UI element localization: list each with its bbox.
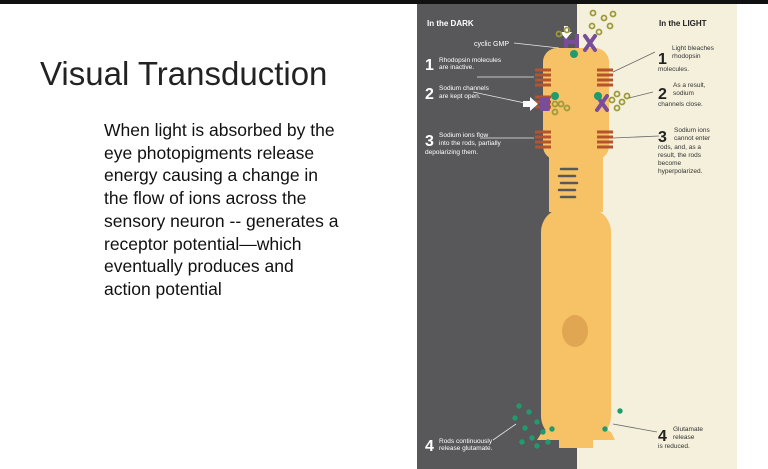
dark-step-text: are inactive. [439, 64, 474, 71]
light-step-4: 4 Glutamate release is reduced. [658, 426, 703, 450]
dark-header: In the DARK [427, 19, 474, 28]
dark-step-text: Sodium ions flow [439, 132, 488, 139]
light-header: In the LIGHT [659, 19, 707, 28]
light-step-number: 1 [658, 51, 667, 68]
dark-step-number: 2 [425, 86, 434, 103]
cyclic-gmp-label: cyclic GMP [474, 41, 509, 48]
light-step-text: become [658, 160, 682, 167]
sodium-inflow-arrow-icon [523, 97, 538, 111]
dark-step-text: into the rods, partially [439, 140, 502, 147]
light-step-text: Sodium ions [674, 127, 711, 134]
light-step-text: cannot enter [674, 135, 711, 142]
dark-step-text: are kept open. [439, 93, 481, 100]
light-step-text: channels close. [658, 101, 703, 108]
dark-step-3: 3 Sodium ions flow into the rods, partia… [425, 132, 502, 156]
glutamate-dots-light [602, 408, 623, 432]
light-step-text: Glutamate [673, 426, 703, 433]
light-step-text: rhodopsin [672, 53, 701, 60]
top-border [0, 0, 768, 4]
dark-step-text: depolarizing them. [425, 149, 478, 156]
light-step-text: Light bleaches [672, 45, 715, 52]
glutamate-dots-dark [512, 403, 555, 449]
light-step-text: hyperpolarized. [658, 168, 703, 175]
dark-step-text: Sodium channels [439, 85, 490, 92]
synaptic-ribbons [557, 167, 579, 199]
light-step-text: sodium [673, 90, 694, 97]
light-step-text: rods, and, as a [658, 144, 701, 151]
light-step-number: 4 [658, 428, 667, 445]
light-step-text: molecules. [658, 66, 689, 73]
cyclic-gmp-markers [551, 34, 609, 112]
rod-nucleus [562, 315, 588, 347]
light-step-2: 2 As a result, sodium channels close. [658, 82, 706, 108]
light-step-3: 3 Sodium ions cannot enter rods, and, as… [658, 127, 711, 175]
leader-lines-light [612, 51, 660, 433]
dark-step-1: 1 Rhodopsin molecules are inactive. [425, 57, 502, 74]
dark-step-text: release glutamate. [439, 445, 493, 452]
sodium-channel [540, 97, 550, 111]
dark-step-4: 4 Rods continuously release glutamate. [425, 438, 493, 455]
sodium-ions [551, 9, 631, 116]
visual-transduction-figure: In the DARK In the LIGHT cyclic GMP 1 Rh… [417, 4, 737, 469]
slide-body-text: When light is absorbed by the eye photop… [104, 120, 339, 299]
light-step-text: is reduced. [658, 443, 690, 450]
light-step-text: release [673, 434, 695, 441]
leader-lines [472, 42, 560, 441]
light-step-text: result, the rods [658, 152, 702, 159]
slide-title: Visual Transduction [40, 55, 328, 92]
dark-step-number: 4 [425, 438, 434, 455]
light-step-number: 3 [658, 129, 667, 146]
rod-cell [537, 48, 615, 448]
light-step-1: 1 Light bleaches rhodopsin molecules. [658, 45, 715, 73]
dark-step-text: Rhodopsin molecules [439, 57, 502, 64]
light-step-text: As a result, [673, 82, 706, 89]
dark-step-number: 1 [425, 57, 434, 74]
dark-step-number: 3 [425, 133, 434, 150]
light-step-number: 2 [658, 86, 667, 103]
dark-step-2: 2 Sodium channels are kept open. [425, 85, 490, 103]
rhodopsin-discs-light [597, 68, 613, 149]
dark-step-text: Rods continuously [439, 438, 493, 445]
